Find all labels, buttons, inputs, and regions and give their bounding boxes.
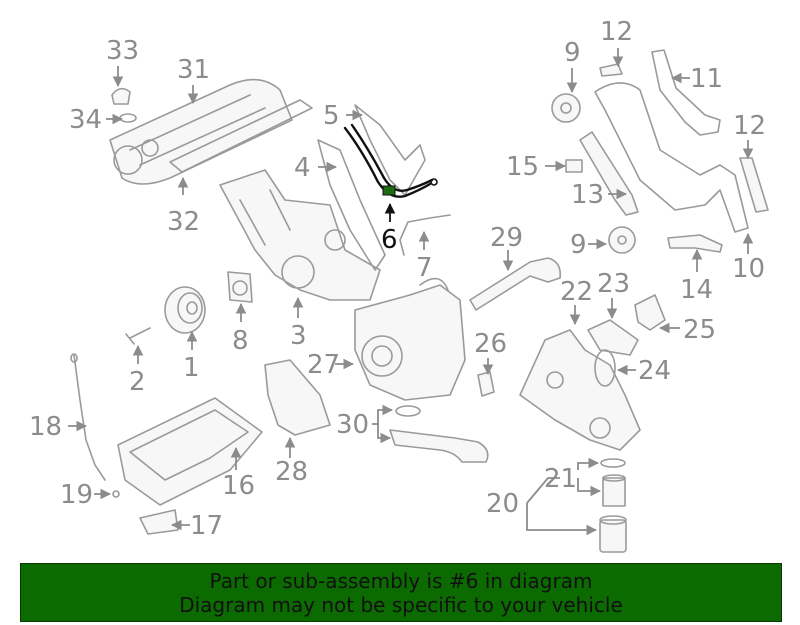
filter-gasket-part	[600, 458, 626, 468]
crank-sprocket-part	[608, 226, 636, 254]
coolant-tube-part	[389, 405, 489, 463]
oil-drain-plug-part	[139, 509, 179, 535]
label-12-right: 12	[733, 111, 766, 141]
label-2: 2	[129, 367, 146, 397]
valve-cover-part	[109, 78, 293, 185]
sensor-wire-part	[399, 214, 451, 256]
label-8: 8	[232, 326, 249, 356]
label-26: 26	[474, 329, 507, 359]
o-ring-part	[112, 490, 120, 498]
label-1: 1	[183, 353, 200, 383]
label-19: 19	[60, 480, 93, 510]
label-11: 11	[690, 64, 723, 94]
bolt-part	[125, 327, 151, 345]
sensor-part	[477, 371, 495, 397]
banner-line-part-number: Part or sub-assembly is #6 in diagram	[209, 568, 593, 593]
label-34: 34	[69, 105, 102, 135]
timing-cover-part	[219, 169, 381, 301]
label-9-lower: 9	[570, 230, 587, 260]
label-28: 28	[275, 457, 308, 487]
banner-line-disclaimer: Diagram may not be specific to your vehi…	[179, 592, 623, 617]
valve-cover-gasket-part	[169, 99, 313, 173]
highlighted-part-6	[343, 123, 438, 198]
filter-element-part	[602, 474, 626, 507]
label-16: 16	[222, 471, 255, 501]
label-30: 30	[336, 410, 369, 440]
seal-part	[119, 113, 137, 123]
camshaft-sprocket-upper-part	[551, 93, 581, 123]
grommet-part	[111, 87, 131, 105]
label-21: 21	[544, 464, 577, 494]
engine-parts-diagram: 33 31 34 32 5 4 6 7 8 3 1 2 9 12 11 12 1…	[29, 17, 769, 553]
oil-filter-part	[599, 515, 627, 553]
label-5: 5	[323, 101, 340, 131]
part-labels: 33 31 34 32 5 4 6 7 8 3 1 2 9 12 11 12 1…	[29, 17, 766, 541]
label-27: 27	[307, 350, 340, 380]
label-29: 29	[490, 223, 523, 253]
chain-guide-upper-part	[739, 157, 769, 213]
label-7: 7	[416, 253, 433, 283]
lower-guide-part	[667, 234, 723, 253]
timing-cover-gasket-part	[317, 139, 386, 271]
front-housing-part	[354, 277, 466, 401]
label-15: 15	[506, 152, 539, 182]
label-25: 25	[683, 315, 716, 345]
label-20: 20	[486, 489, 519, 519]
label-4: 4	[294, 153, 311, 183]
label-10: 10	[732, 254, 765, 284]
label-18: 18	[29, 412, 62, 442]
gasket-part	[354, 104, 426, 196]
label-23: 23	[597, 269, 630, 299]
pipe-part	[469, 257, 562, 311]
label-33: 33	[106, 36, 139, 66]
label-14: 14	[680, 275, 713, 305]
oil-pump-housing-part	[519, 329, 641, 451]
gasket-ring-part	[594, 349, 616, 387]
pump-cover-part	[587, 319, 639, 356]
pulley-part	[164, 286, 206, 334]
label-22: 22	[560, 277, 593, 307]
oil-pan-part	[117, 397, 263, 506]
label-17: 17	[190, 511, 223, 541]
dipstick-part	[73, 354, 106, 481]
label-13: 13	[571, 180, 604, 210]
chain-guide-part	[651, 49, 721, 136]
bracket-part	[634, 294, 666, 331]
tensioner-bolt-part	[565, 159, 583, 173]
lower-cover-part	[264, 359, 331, 436]
label-3: 3	[290, 321, 307, 351]
timing-chain-part	[594, 82, 749, 233]
label-6: 6	[381, 225, 398, 255]
label-31: 31	[177, 55, 210, 85]
leader-lines	[68, 48, 754, 536]
label-32: 32	[167, 207, 200, 237]
plate-gasket-part	[227, 271, 253, 303]
label-24: 24	[638, 356, 671, 386]
label-9-upper: 9	[564, 38, 581, 68]
info-banner: Part or sub-assembly is #6 in diagram Di…	[20, 563, 782, 622]
label-12-upper: 12	[600, 17, 633, 47]
